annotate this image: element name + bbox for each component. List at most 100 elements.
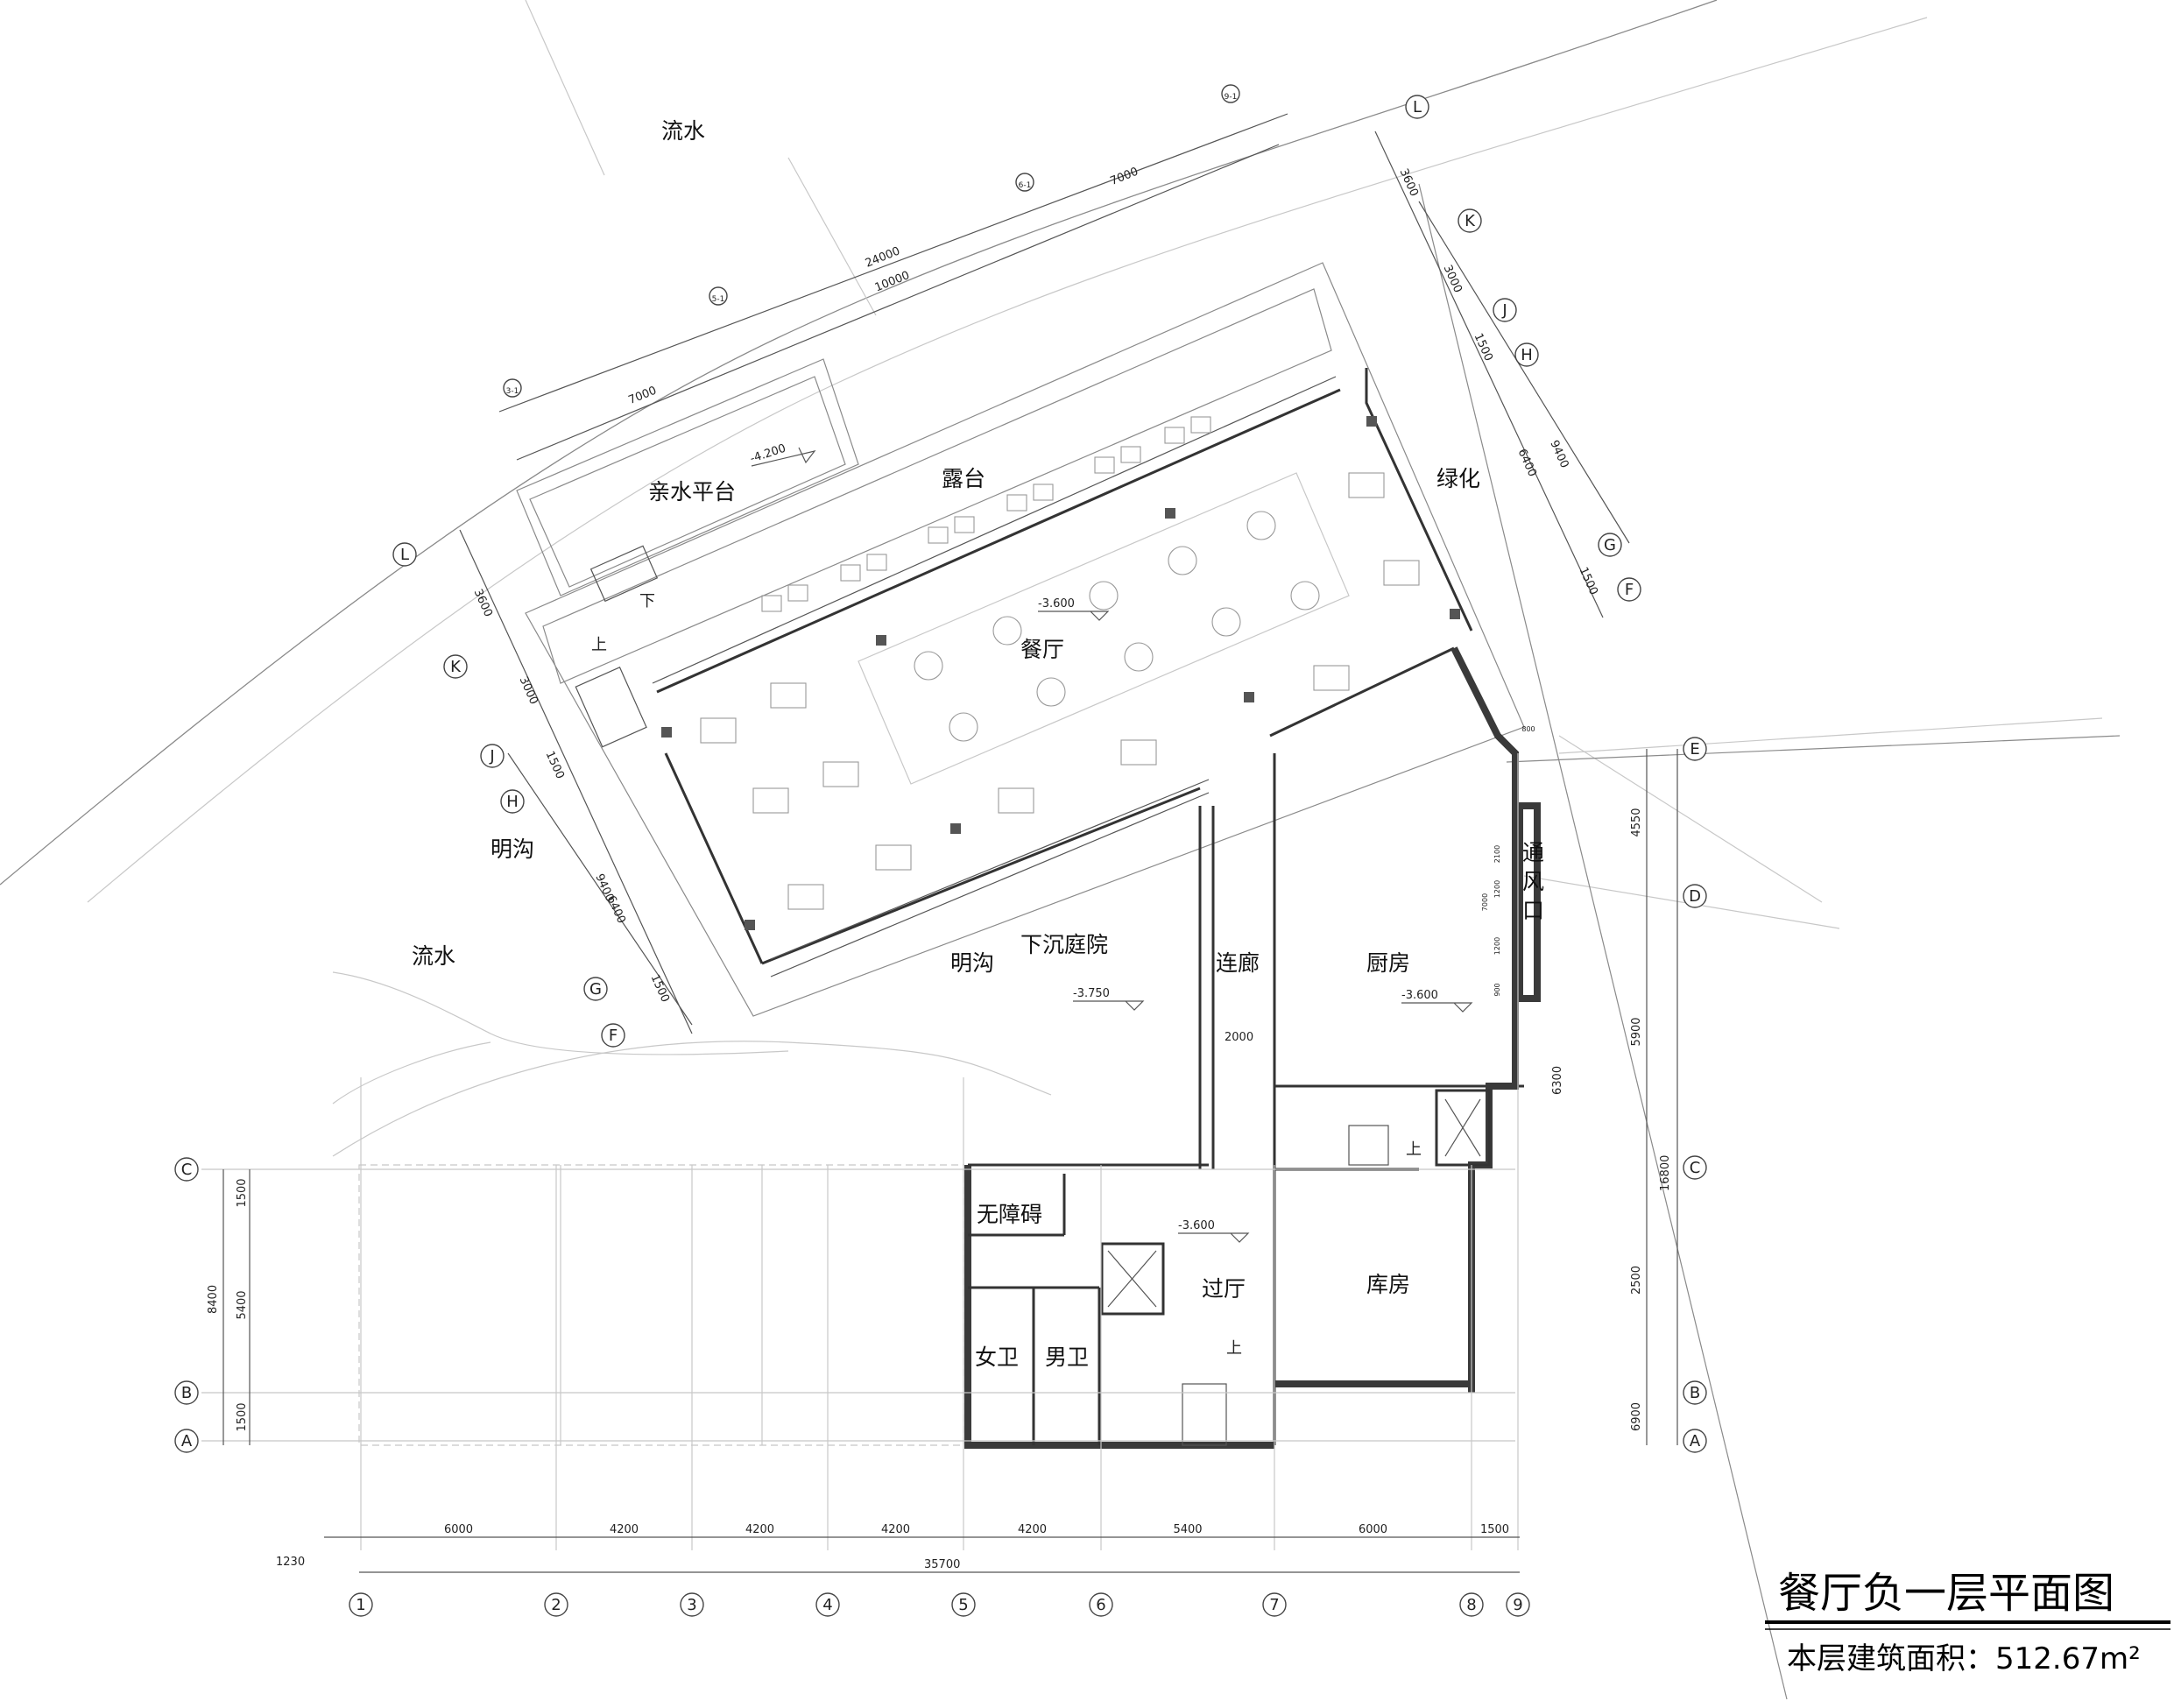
dim-kitchen-window: 1200: [1493, 880, 1501, 898]
stair-up-2: 上: [1406, 1140, 1422, 1159]
label-open-ditch-bottom: 明沟: [950, 950, 994, 976]
dim-right-span: 1500: [1625, 0, 1654, 4]
axis-bubble-left-A-label: A: [181, 1432, 193, 1450]
axis-bubble-rotr-L: L: [1405, 95, 1429, 119]
dim-bottom-total: 35700: [924, 1558, 960, 1571]
axis-bubble-right-E: E: [1683, 737, 1707, 761]
terrain-lines: [0, 0, 2121, 1700]
elevation-marks: -4.200 -3.600 -3.750 -3.600 -3.600: [749, 442, 1473, 1243]
axis-bubble-5: 5: [951, 1592, 976, 1617]
label-female-wc: 女卫: [975, 1345, 1019, 1370]
dim-bottom-span: 6000: [444, 1523, 473, 1536]
axis-bubble-6: 6: [1089, 1592, 1113, 1617]
label-vent-3: 口: [1522, 898, 1544, 923]
axis-lines: [201, 753, 1519, 1550]
axis-bubble-right-A: A: [1683, 1429, 1707, 1453]
axis-bubble-rott-5-1-label: 5-1: [712, 295, 725, 304]
dim-rotr-span: 1500: [1577, 565, 1600, 596]
stair-up-3: 上: [1226, 1339, 1242, 1358]
label-sunken-courtyard: 下沉庭院: [1020, 932, 1108, 957]
axis-bubble-rotl-L: L: [392, 542, 417, 567]
axis-bubble-left-C: C: [174, 1157, 199, 1182]
axis-bubble-rotl-F-label: F: [609, 1027, 618, 1045]
label-open-ditch-left: 明沟: [491, 836, 534, 862]
stair-down-1: 下: [639, 592, 655, 611]
dim-corridor-width: 2000: [1225, 1031, 1253, 1044]
dim-rotl-span: 3000: [517, 674, 540, 706]
dim-rott-span: 10000: [873, 269, 912, 294]
axis-bubble-rott-6-1-label: 6-1: [1019, 181, 1032, 190]
axis-bubble-left-B-label: B: [181, 1384, 192, 1402]
axis-bubble-right-D: D: [1683, 884, 1707, 908]
stair-marks: 上 下 上 上: [591, 592, 1422, 1358]
label-restaurant: 餐厅: [1020, 637, 1064, 662]
axis-bubble-rotr-K: K: [1458, 208, 1482, 233]
elev-restaurant: -3.600: [1038, 597, 1075, 611]
drawing-title-text: 餐厅负一层平面图: [1778, 1569, 2114, 1618]
axis-bubble-2: 2: [544, 1592, 568, 1617]
axis-bubble-rotr-J-label: J: [1501, 301, 1507, 320]
dim-rott-span: 7000: [627, 385, 659, 407]
dim-rotr-span: 6400: [1515, 447, 1539, 478]
axis-bubble-1: 1: [349, 1592, 373, 1617]
axis-bubble-7-label: 7: [1269, 1596, 1279, 1614]
dim-bottom-offset: 1230: [276, 1556, 305, 1569]
axis-bubble-rotl-L-label: L: [400, 546, 409, 564]
axis-bubble-rotl-H: H: [500, 789, 525, 814]
dim-right-span: 4550: [1630, 808, 1643, 836]
dim-left-total: 8400: [207, 1285, 220, 1314]
restaurant-block: [516, 262, 1541, 1017]
axis-bubble-rott-5-1: 5-1: [709, 286, 728, 306]
axis-bubble-rotr-H-label: H: [1521, 346, 1533, 364]
elev-courtyard: -3.750: [1073, 987, 1110, 1000]
axis-bubble-rotl-F: F: [601, 1023, 625, 1048]
dim-right-total: 16800: [1659, 1155, 1672, 1191]
dim-kitchen-window: 2100: [1493, 845, 1501, 863]
drawing-area-text: 本层建筑面积：512.67m²: [1787, 1641, 2141, 1676]
axis-bubble-rotr-G: G: [1598, 533, 1622, 557]
dim-rotl-span: 3600: [471, 587, 495, 618]
axis-bubble-rotr-F: F: [1617, 577, 1641, 602]
axis-bubble-rotr-L-label: L: [1413, 98, 1422, 116]
label-accessible-wc: 无障碍: [977, 1202, 1042, 1227]
axis-bubble-3-label: 3: [687, 1596, 696, 1614]
axis-bubble-2-label: 2: [551, 1596, 561, 1614]
label-storage: 库房: [1366, 1272, 1410, 1297]
elev-lobby: -3.600: [1178, 1219, 1215, 1232]
dim-bottom-span: 4200: [881, 1523, 910, 1536]
dim-kitchen-window: 1200: [1493, 937, 1501, 955]
axis-bubble-rott-6-1: 6-1: [1015, 173, 1034, 192]
dim-right-span: 5900: [1630, 1017, 1643, 1046]
axis-bubble-rott-3-1-label: 3-1: [506, 387, 519, 396]
axis-bubble-rotl-H-label: H: [506, 793, 519, 811]
lower-block: [358, 753, 1524, 1449]
axis-bubble-rotl-G-label: G: [589, 980, 602, 999]
axis-bubble-right-B-label: B: [1690, 1384, 1700, 1402]
dim-left-span: 5400: [236, 1290, 249, 1319]
axis-bubble-7: 7: [1262, 1592, 1287, 1617]
drawing-title: 餐厅负一层平面图 本层建筑面积：512.67m²: [1765, 1569, 2170, 1676]
label-male-wc: 男卫: [1045, 1345, 1089, 1370]
axis-bubble-3: 3: [680, 1592, 704, 1617]
axis-bubble-right-B: B: [1683, 1380, 1707, 1405]
axis-bubble-right-C: C: [1683, 1155, 1707, 1180]
axis-bubble-right-E-label: E: [1690, 740, 1699, 759]
axis-bubble-rotr-J: J: [1493, 298, 1517, 322]
label-greenery: 绿化: [1436, 466, 1480, 491]
axis-bubble-4: 4: [815, 1592, 840, 1617]
dim-kitchen-window: 7000: [1481, 893, 1489, 911]
label-water-left: 流水: [412, 943, 455, 969]
room-labels: 流水 流水 亲水平台 露台 餐厅 绿化 明沟 明沟 下沉庭院 连廊 厨房 通 风…: [412, 118, 1544, 1370]
axis-bubble-left-B: B: [174, 1380, 199, 1405]
axis-bubble-rotl-K-label: K: [450, 658, 462, 676]
axis-bubble-4-label: 4: [822, 1596, 832, 1614]
label-corridor: 连廊: [1216, 950, 1260, 976]
axis-bubble-rotl-J: J: [480, 744, 505, 768]
dim-bottom-span: 4200: [610, 1523, 639, 1536]
dim-bottom-span: 1500: [1480, 1523, 1509, 1536]
axis-bubble-5-label: 5: [958, 1596, 968, 1614]
axis-bubble-6-label: 6: [1096, 1596, 1105, 1614]
dimension-lines: [222, 113, 1678, 1573]
dimension-texts: 2000 1230 35700 16800 6300 8400 9400 940…: [207, 0, 1672, 1571]
